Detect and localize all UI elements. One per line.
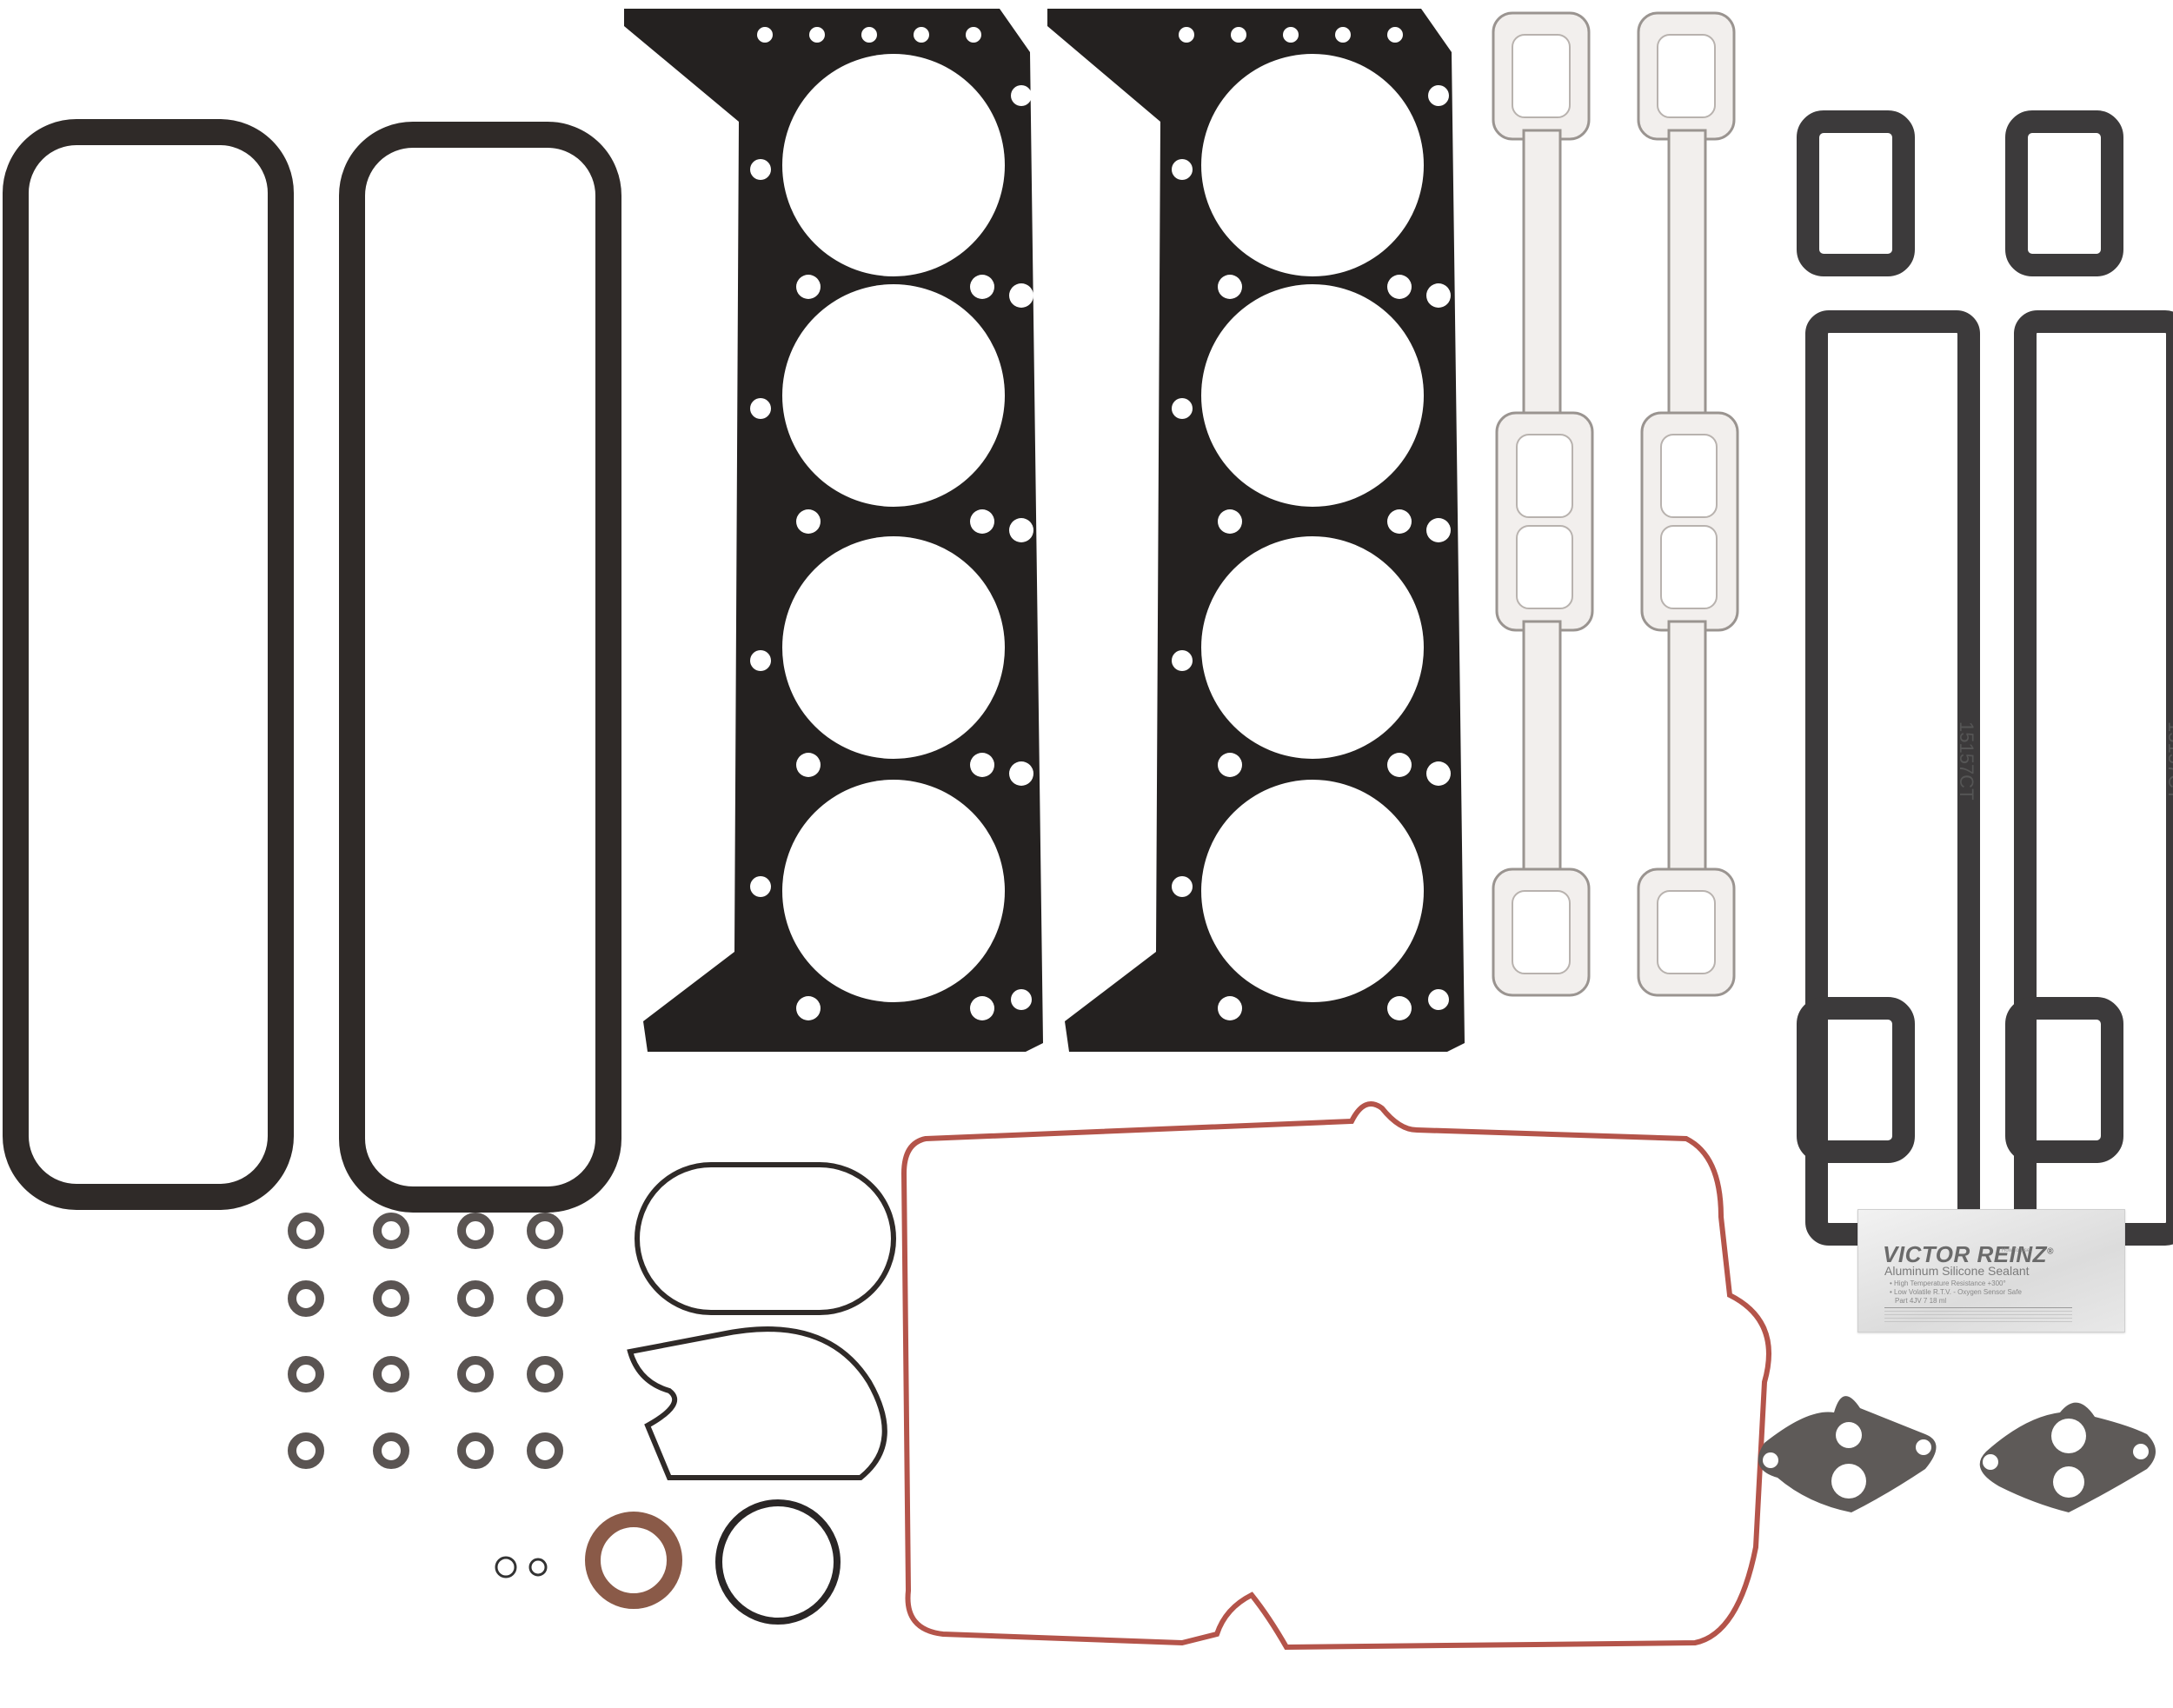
intake-gasket-right xyxy=(2005,110,2173,1246)
exhaust-port-openings xyxy=(1512,34,1718,974)
oil-pan-gasket xyxy=(900,1101,1771,1651)
timing-cover-gasket xyxy=(627,1326,887,1480)
packet-product: Aluminum Silicone Sealant xyxy=(1884,1264,2030,1278)
valve-stem-seals xyxy=(288,1213,563,1469)
head-gasket-left xyxy=(624,9,1043,1052)
black-oring xyxy=(715,1499,841,1625)
small-oring-2 xyxy=(528,1558,548,1577)
egr-gasket-right xyxy=(1979,1402,2156,1512)
valve-cover-gasket-right xyxy=(339,122,621,1213)
packet-brand: VICTOR REINZ® xyxy=(1883,1241,2054,1267)
sealant-packet: VICTOR REINZ® Aluminum Silicone Sealant … xyxy=(1857,1209,2125,1333)
packet-feature: • High Temperature Resistance +300° xyxy=(1890,1279,2006,1287)
packet-fine-print xyxy=(1884,1311,2072,1325)
small-oring-1 xyxy=(495,1556,517,1578)
packet-howto: How To Use: xyxy=(2002,1248,2031,1253)
head-gasket-right xyxy=(1047,9,1465,1052)
thermostat-gasket xyxy=(635,1162,896,1315)
packet-divider xyxy=(1884,1307,2072,1308)
intake-gasket-left xyxy=(1797,110,1980,1246)
packet-feature: • Low Volatile R.T.V. - Oxygen Sensor Sa… xyxy=(1890,1288,2022,1296)
valve-cover-gasket-left xyxy=(3,119,294,1210)
packet-part-number: Part 4JV 7 18 ml xyxy=(1895,1297,1947,1305)
intake-marking-right: 15157CT xyxy=(2164,721,2173,801)
intake-marking-left: 15157CT xyxy=(1956,721,1977,801)
crank-seal xyxy=(585,1512,682,1609)
egr-gasket-left xyxy=(1758,1396,1937,1512)
